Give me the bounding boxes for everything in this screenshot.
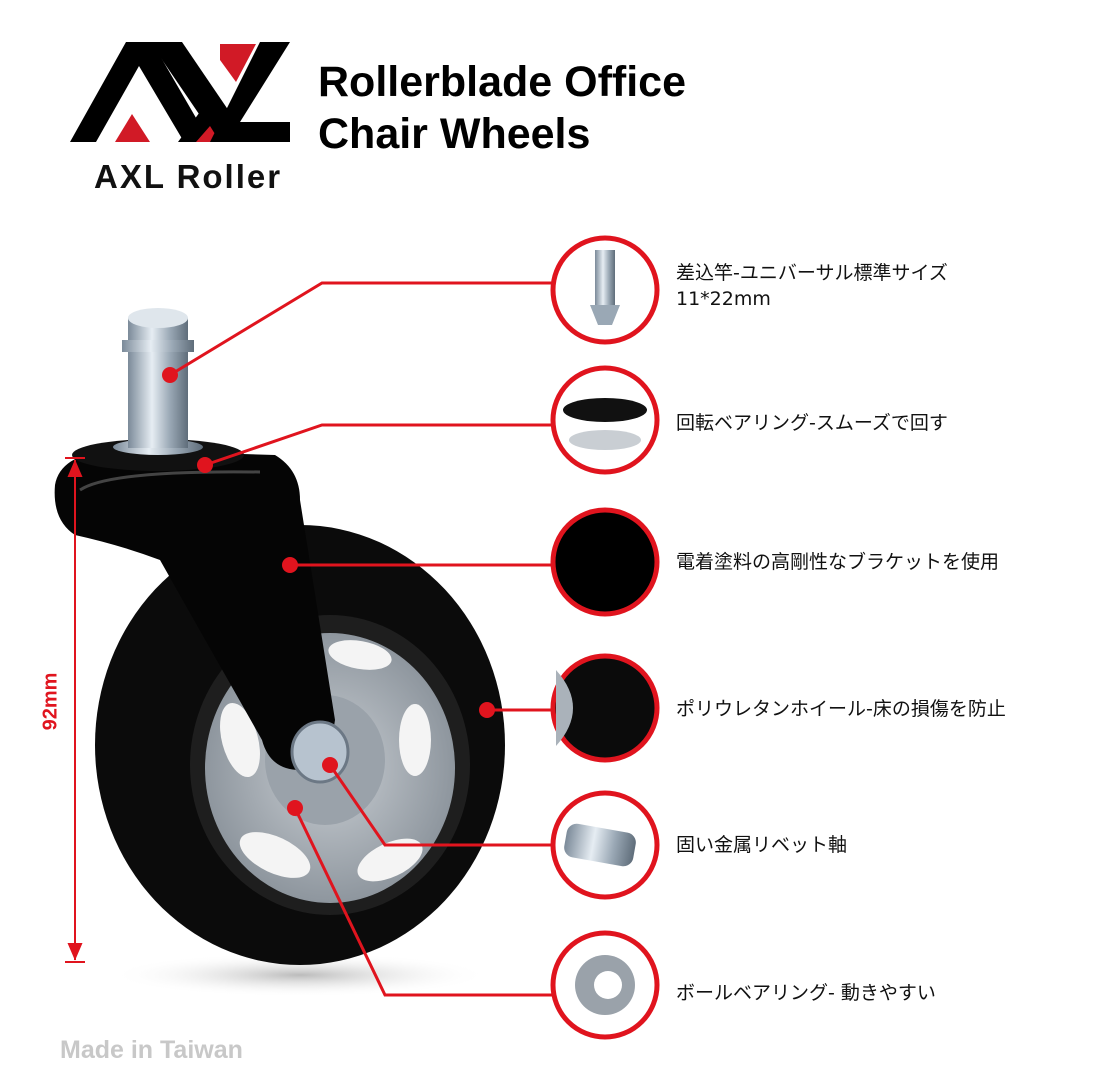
stem (128, 318, 188, 448)
feature-label: 差込竿-ユニバーサル標準サイズ (676, 262, 948, 284)
origin-label: Made in Taiwan (60, 1036, 243, 1064)
dimension-label: 92mm (39, 672, 62, 731)
feature-wheel: ポリウレタンホイール-床の損傷を防止 (676, 698, 1006, 720)
polyurethane-wheel-icon (550, 653, 660, 763)
bracket (54, 450, 336, 770)
axle-rivet (290, 720, 350, 784)
title-line-2: Chair Wheels (318, 110, 591, 158)
stem-icon (550, 235, 660, 345)
swivel-bearing-icon (550, 365, 660, 475)
title-line-1: Rollerblade Office (318, 58, 686, 106)
ball-bearing-icon (550, 930, 660, 1040)
rivet-axle-icon (550, 790, 660, 900)
callout-lines (169, 281, 553, 997)
page-title: Rollerblade Office Chair Wheels (318, 56, 686, 160)
brand-name: AXL Roller (94, 158, 283, 195)
feature-ball-bearing: ボールベアリング- 動きやすい (676, 982, 936, 1004)
callout-dots (162, 367, 495, 816)
feature-swivel-bearing: 回転ベアリング-スムーズで回す (676, 412, 948, 434)
feature-stem: 差込竿-ユニバーサル標準サイズ 11*22mm (676, 260, 948, 312)
feature-rivet-axle: 固い金属リベット軸 (676, 834, 848, 856)
feature-bracket: 電着塗料の高剛性なブラケットを使用 (676, 551, 1000, 573)
height-dimension (65, 457, 85, 963)
axl-logo (70, 42, 290, 142)
shadow (110, 953, 490, 997)
bracket-icon (550, 507, 660, 617)
feature-sub: 11*22mm (676, 288, 771, 310)
